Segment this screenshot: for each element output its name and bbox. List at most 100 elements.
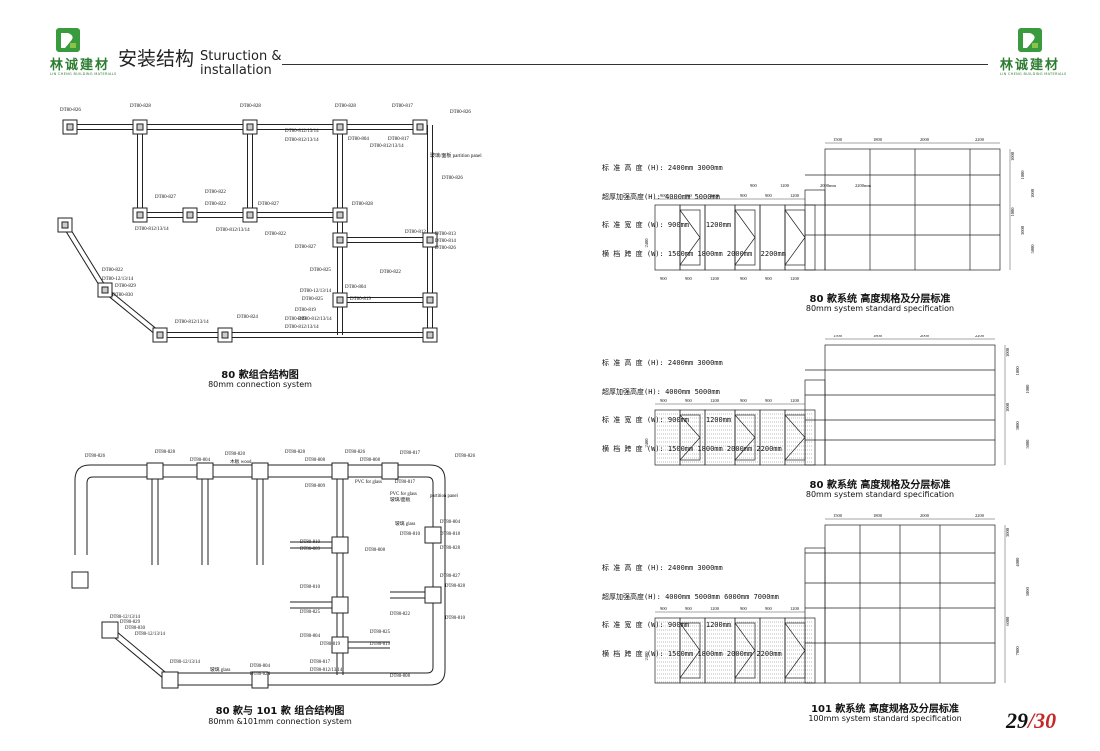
part-label: DT80-825 <box>302 297 323 302</box>
part-label: DT80-812/13/14 <box>175 320 209 325</box>
connector-core <box>246 123 254 131</box>
door-swing <box>679 237 701 266</box>
part-label: DT80-817 <box>400 451 421 456</box>
base-panel <box>784 409 816 466</box>
part-label: DT80-804 <box>348 137 369 142</box>
door-swing <box>679 437 701 461</box>
diagram-101-caption-en: 80mm &101mm connection system <box>208 717 352 726</box>
connector-core <box>416 123 424 131</box>
part-label: PVC for glass <box>355 480 382 485</box>
spec-101-caption-en: 100mm system standard specification <box>808 714 962 723</box>
base-panel <box>759 204 786 271</box>
door-panel <box>734 209 756 266</box>
dim-label-right: 5000 <box>1025 586 1030 596</box>
dim-label-bottom: 900 <box>685 276 693 281</box>
page-separator: / <box>1028 708 1035 733</box>
part-label: DT80-812/13/14 <box>285 325 319 330</box>
part-label: DT80-822 <box>380 270 401 275</box>
spec-line: 标 准 高 度 (H): 2400mm 3000mm <box>602 564 723 572</box>
base-panel <box>654 409 681 466</box>
door-swing <box>784 650 806 679</box>
connector-core <box>246 211 254 219</box>
connector-post <box>424 526 442 544</box>
step-section <box>804 547 826 684</box>
spec-line: 标 准 高 度 (H): 2400mm 3000mm <box>602 164 723 172</box>
connector-post <box>71 571 89 589</box>
part-label: 玻璃/面板 partition panel <box>430 152 482 159</box>
dim-label-top: 2200 <box>975 137 985 142</box>
dim-label-top: 2200 <box>975 335 985 338</box>
spec-80b-caption-cn: 80 款系统 高度规格及分层标准 <box>809 480 951 491</box>
dim-label-right: 1000 <box>1010 207 1015 217</box>
part-label: DT80-828 <box>130 104 151 109</box>
connector-post <box>331 536 349 554</box>
dim-label-left: 2400 <box>644 438 649 448</box>
dim-label-base: 1200 <box>710 398 720 403</box>
dim-label-bottom: 1200 <box>790 276 800 281</box>
part-label: DT80-12/13/14 <box>110 615 140 620</box>
base-panel <box>704 409 736 466</box>
connector-core <box>221 331 229 339</box>
spec-80b-text: 标 准 高 度 (H): 2400mm 3000mm 超厚加强高度(H): 40… <box>602 340 782 464</box>
dim-label-right: 1000 <box>1005 347 1010 357</box>
profile-rail <box>106 287 162 334</box>
part-label: PVC for glass <box>390 492 417 497</box>
dim-label-right: 1000 <box>1030 188 1035 198</box>
step-section <box>804 379 826 466</box>
brand-name: 林诚建材 <box>50 58 111 73</box>
page-number: 29/30 <box>1006 708 1056 734</box>
part-label: DT80-828 <box>440 546 461 551</box>
part-label: DT80-812/13/14 <box>216 228 250 233</box>
connector-core <box>136 211 144 219</box>
door-swing <box>784 237 806 266</box>
brand-name: 林诚建材 <box>1000 58 1061 73</box>
part-label: DT80-819 <box>320 642 341 647</box>
connector-post <box>424 586 442 604</box>
profile-rail <box>62 226 104 292</box>
dim-label-bottom: 900 <box>740 276 748 281</box>
dim-label-base: 900 <box>660 398 668 403</box>
dim-label-right: 5000 <box>1030 244 1035 254</box>
part-label: DT80-825 <box>310 268 331 273</box>
part-label: DT80-822 <box>390 612 411 617</box>
dim-label-base: 900 <box>765 193 773 198</box>
door-swing <box>734 650 756 679</box>
dim-label-top: 2000 <box>920 513 930 518</box>
door-swing <box>679 209 701 238</box>
part-label: DT80-812/13/14 <box>135 227 169 232</box>
spec-line: 标 准 高 度 (H): 2400mm 3000mm <box>602 359 723 367</box>
part-label: DT80-812/13/14 <box>298 317 332 322</box>
elevation-lines <box>654 518 1006 684</box>
connector-post <box>381 462 399 480</box>
part-label: DT80-808 <box>390 674 411 679</box>
dim-label-base: 900 <box>685 398 693 403</box>
part-label: DT80-810 <box>400 532 421 537</box>
page-title-en: Sturuction & installation <box>200 50 282 78</box>
dim-label-base: 900 <box>765 398 773 403</box>
connector-core <box>336 236 344 244</box>
part-label: DT80-826 <box>60 108 81 113</box>
base-panel <box>759 409 786 466</box>
part-label: DT80-12/13/14 <box>102 277 134 282</box>
part-label: DT80-812/13/14 <box>310 668 343 673</box>
leaf-icon <box>61 33 76 48</box>
profile-rail <box>66 223 108 289</box>
door-swing <box>734 237 756 266</box>
dim-label-right: 5000 <box>1025 439 1030 449</box>
connector-core <box>61 221 69 229</box>
connector-core <box>426 236 434 244</box>
dim-label-top: 1500 <box>833 137 843 142</box>
part-label: DT80-818 <box>440 532 461 537</box>
dim-label-base: 1200 <box>710 193 720 198</box>
part-label: DT80-812/13/14 <box>285 129 319 134</box>
dim-label-right: 1000 <box>1010 151 1015 161</box>
spec-80-caption-en: 80mm system standard specification <box>805 304 955 313</box>
part-label: DT80-812 <box>405 230 426 235</box>
part-label: DT80-825 <box>300 610 321 615</box>
connector-core <box>426 296 434 304</box>
part-label: DT80-826 <box>85 454 106 459</box>
